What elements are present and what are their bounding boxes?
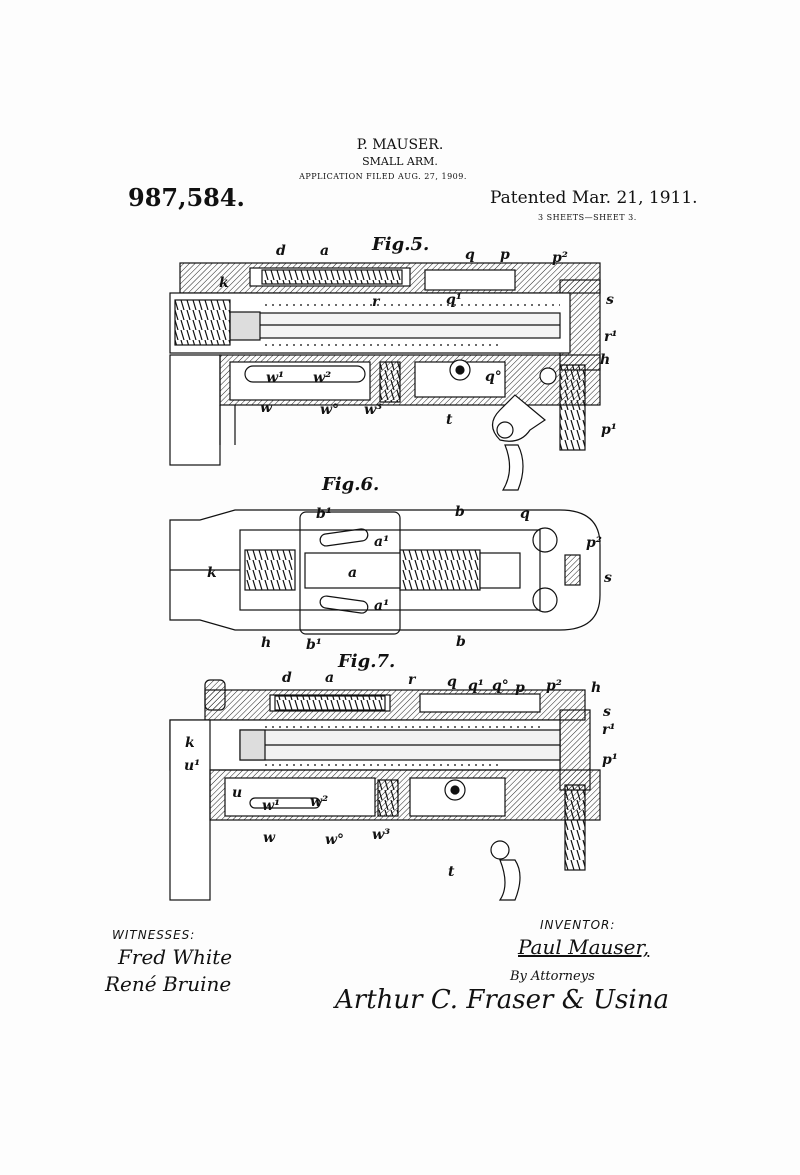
part-label: w² xyxy=(313,370,331,386)
part-label: p xyxy=(500,247,510,263)
figure-5: Fig.5. xyxy=(169,234,601,491)
part-label: s xyxy=(604,570,612,586)
part-label: w¹ xyxy=(266,370,284,386)
part-label: w° xyxy=(320,402,339,418)
part-label: w xyxy=(263,830,276,846)
part-label: q xyxy=(520,506,530,522)
part-label: r¹ xyxy=(602,722,616,738)
part-label: b xyxy=(456,634,466,650)
figure-7-labels: d a r q q¹ q° p p² h s k r¹ u¹ p¹ u w¹ w… xyxy=(184,670,618,880)
part-label: q xyxy=(465,247,475,263)
part-label: k xyxy=(219,275,229,291)
part-label: w³ xyxy=(364,402,382,418)
part-label: h xyxy=(600,352,610,368)
part-label: k xyxy=(185,735,195,751)
part-label: q¹ xyxy=(446,292,462,308)
part-label: a¹ xyxy=(374,598,389,614)
part-label: a xyxy=(320,243,329,259)
part-label: h xyxy=(591,680,601,696)
part-label: h xyxy=(261,635,271,651)
witness-signature: René Bruine xyxy=(105,972,232,996)
sheet-count: 3 SHEETS—SHEET 3. xyxy=(538,213,637,222)
part-label: p² xyxy=(586,535,602,551)
part-label: a xyxy=(348,565,357,581)
filing-date: APPLICATION FILED AUG. 27, 1909. xyxy=(299,172,467,181)
part-label: w xyxy=(260,400,273,416)
part-label: q xyxy=(447,674,457,690)
part-label: w° xyxy=(325,832,344,848)
figure-7: Fig.7. xyxy=(169,651,601,901)
part-label: p² xyxy=(552,250,568,266)
part-label: p¹ xyxy=(602,752,618,768)
attorneys-signature: Arthur C. Fraser & Usina xyxy=(335,985,669,1015)
figure-6-title: Fig.6. xyxy=(321,474,379,495)
inventor-header: P. MAUSER. xyxy=(356,137,444,153)
part-label: b¹ xyxy=(316,506,332,522)
part-label: p¹ xyxy=(601,422,617,438)
part-label: q¹ xyxy=(468,678,484,694)
part-label: p² xyxy=(546,678,562,694)
part-label: t xyxy=(446,412,453,428)
by-attorneys-label: By Attorneys xyxy=(510,969,595,984)
part-label: u¹ xyxy=(184,758,200,774)
patent-number: 987,584. xyxy=(128,183,245,212)
part-label: t xyxy=(448,864,455,880)
figure-5-title: Fig.5. xyxy=(371,234,429,255)
part-label: a xyxy=(325,670,334,686)
figure-6-labels: b¹ b q p² a¹ k a s a¹ h b¹ b xyxy=(207,504,612,653)
part-label: d xyxy=(276,243,286,259)
part-label: r xyxy=(408,672,417,688)
part-label: d xyxy=(282,670,292,686)
figure-5-labels: d a q p p² k q¹ r s r¹ h w¹ w² q° w w° w… xyxy=(219,243,618,438)
part-label: w³ xyxy=(372,827,390,843)
figure-7-title: Fig.7. xyxy=(337,651,395,672)
part-label: r¹ xyxy=(604,329,618,345)
part-label: w¹ xyxy=(262,798,280,814)
part-label: q° xyxy=(485,369,502,385)
figure-6: Fig.6. xyxy=(169,474,601,635)
part-label: s xyxy=(603,704,611,720)
part-label: s xyxy=(606,292,614,308)
patent-date: Patented Mar. 21, 1911. xyxy=(490,188,698,208)
part-label: q° xyxy=(492,678,509,694)
part-label: b¹ xyxy=(306,637,322,653)
inventor-signature: Paul Mauser, xyxy=(518,935,650,959)
part-label: u xyxy=(232,785,242,801)
part-label: a¹ xyxy=(374,534,389,550)
part-label: p xyxy=(515,680,525,696)
inventor-label: INVENTOR: xyxy=(540,918,616,932)
invention-title: SMALL ARM. xyxy=(362,155,438,168)
part-label: k xyxy=(207,565,217,581)
witness-signature: Fred White xyxy=(118,945,233,969)
part-label: b xyxy=(455,504,465,520)
part-label: w² xyxy=(310,794,328,810)
part-label: r xyxy=(372,294,381,310)
witnesses-label: WITNESSES: xyxy=(112,928,196,942)
